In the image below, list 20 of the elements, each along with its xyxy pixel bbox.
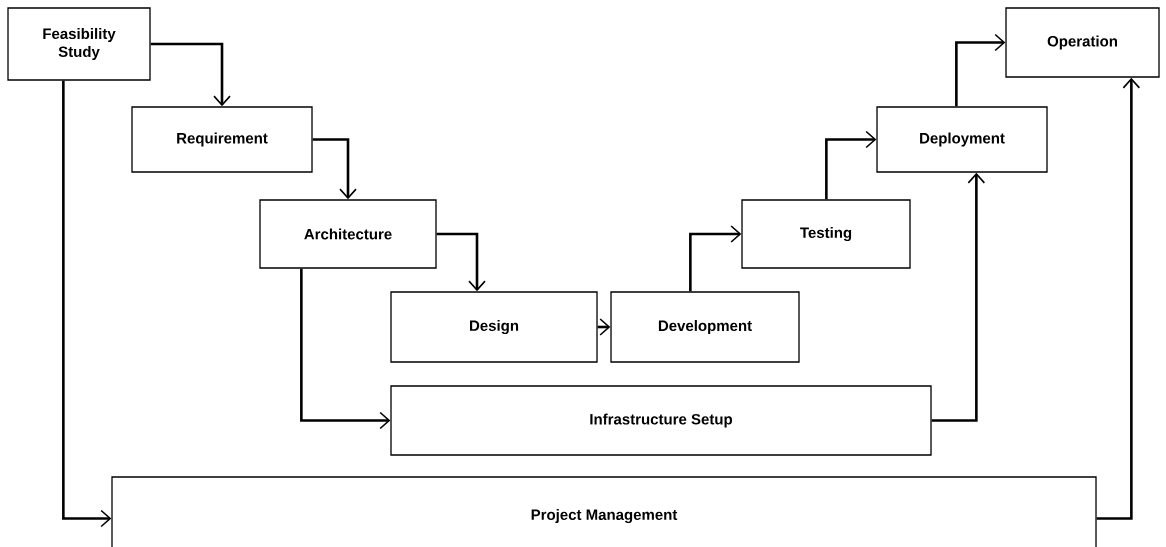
arrow [1096, 77, 1141, 520]
process-box: Infrastructure Setup [390, 385, 932, 456]
process-box: Architecture [259, 199, 437, 269]
arrow [62, 80, 112, 528]
process-box: Project Management [111, 476, 1097, 547]
process-box: Requirement [131, 106, 313, 173]
arrow [931, 172, 986, 422]
process-box: Deployment [876, 106, 1048, 173]
arrow [436, 232, 486, 292]
arrow [689, 225, 742, 292]
arrow [300, 268, 391, 430]
arrow [955, 33, 1006, 107]
arrow [150, 42, 231, 107]
process-box: Operation [1005, 7, 1160, 78]
process-box: Design [390, 291, 598, 363]
arrow [312, 138, 357, 200]
process-box: Development [610, 291, 800, 363]
process-box: Testing [741, 199, 911, 269]
arrow [825, 130, 877, 200]
process-box: Feasibility Study [7, 7, 151, 81]
